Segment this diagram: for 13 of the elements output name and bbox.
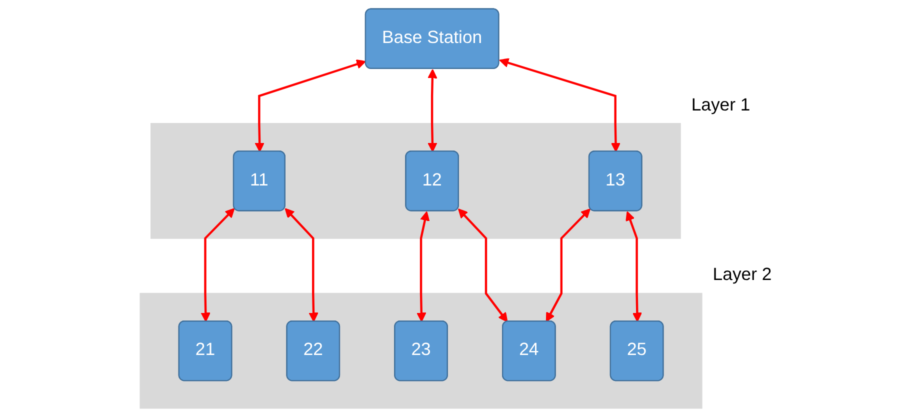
arrow: [546, 208, 590, 322]
arrow: [254, 60, 366, 152]
arrow: [428, 68, 438, 152]
arrow: [284, 208, 318, 322]
node-label: Layer 2: [712, 266, 772, 285]
cluster: [150, 123, 681, 239]
arrow: [499, 58, 621, 152]
arrow: [416, 211, 430, 322]
arrow: [626, 211, 642, 322]
arrow: [200, 208, 235, 322]
cluster: [140, 292, 702, 409]
arrow: [458, 208, 508, 322]
node-label: Layer 1: [691, 96, 750, 115]
